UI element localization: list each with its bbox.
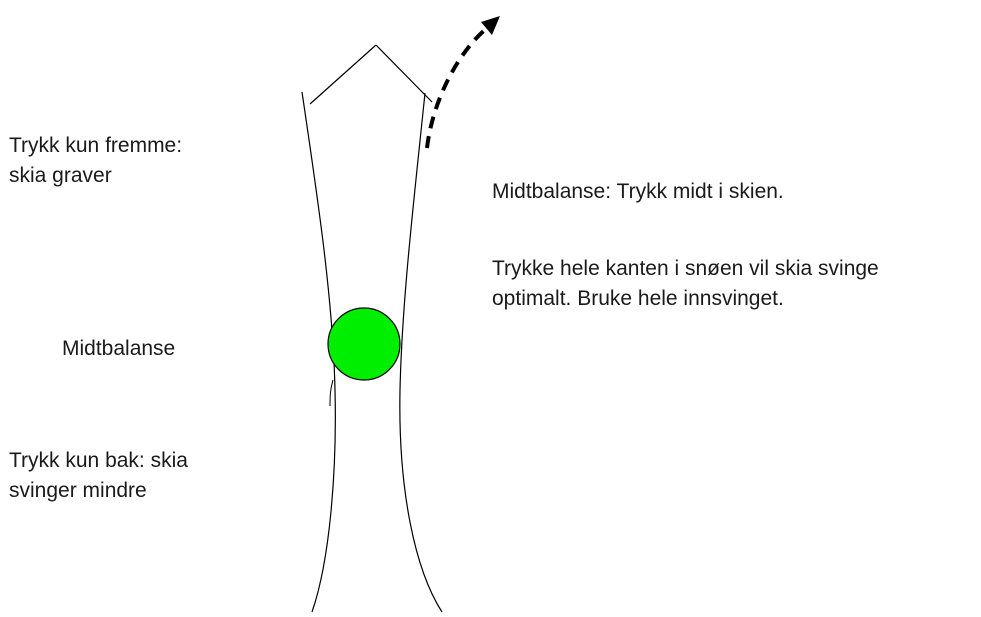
mid-balance-description: Midtbalanse: Trykk midt i skien. — [492, 180, 784, 203]
ski-mid-flick — [329, 379, 334, 407]
back-pressure-label: Trykk kun bak: skia svinger mindre — [9, 449, 188, 502]
balance-point-marker — [327, 307, 401, 381]
front-pressure-label: Trykk kun fremme: skia graver — [9, 134, 183, 187]
ski-right-edge — [399, 92, 443, 613]
turn-arrow-head-icon — [481, 16, 500, 35]
ski-tip-left-line — [309, 44, 377, 105]
whole-edge-description: Trykke hele kanten i snøen vil skia svin… — [492, 257, 879, 310]
mid-balance-label: Midtbalanse — [62, 337, 176, 360]
ski-tip-right-line — [375, 44, 433, 103]
turn-direction-arrow — [425, 26, 489, 149]
ski-left-edge — [301, 91, 336, 613]
